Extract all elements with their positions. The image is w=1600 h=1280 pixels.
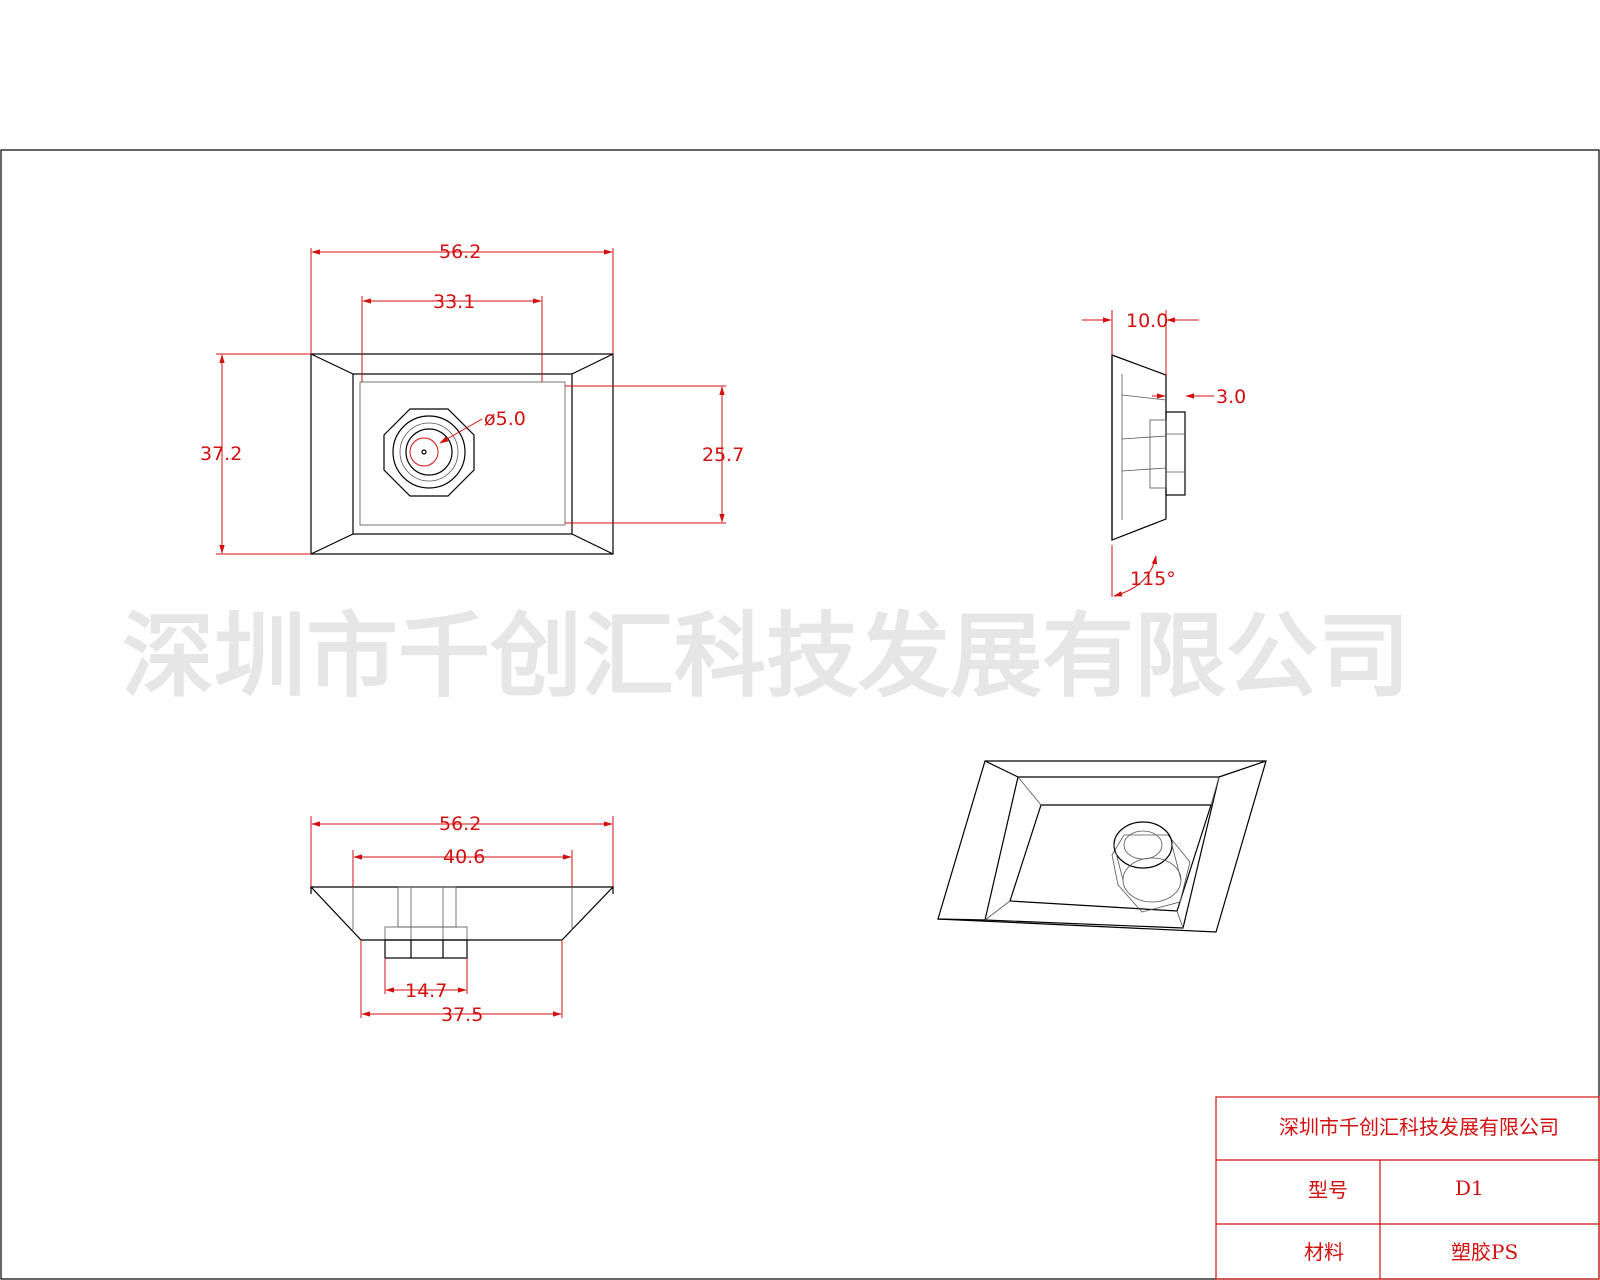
title-material-label: 材料 (1304, 1240, 1344, 1264)
dim-depth: 10.0 (1126, 310, 1168, 332)
isometric-view (937, 760, 1267, 933)
dim-bottom-width-base: 37.5 (441, 1004, 483, 1026)
bottom-view (309, 886, 615, 959)
dim-bottom-width-top: 56.2 (439, 813, 481, 835)
title-model-label: 型号 (1308, 1178, 1348, 1202)
drawing-frame (0, 149, 1600, 1280)
dim-height-inner: 25.7 (702, 444, 744, 466)
watermark-text: 深圳市千创汇科技发展有限公司 (122, 603, 1410, 710)
side-view (1111, 354, 1186, 541)
dim-boss: 3.0 (1216, 386, 1246, 408)
title-model-value: D1 (1455, 1176, 1484, 1200)
front-view (310, 353, 614, 555)
title-company: 深圳市千创汇科技发展有限公司 (1279, 1115, 1559, 1139)
front-dimensions: 56.2 33.1 37.2 25.7 ø5.0 (200, 241, 744, 555)
dim-width-outer: 56.2 (439, 241, 481, 263)
dim-bottom-width-mid: 40.6 (443, 846, 485, 868)
title-block: 深圳市千创汇科技发展有限公司 型号 D1 材料 塑胶PS (1215, 1096, 1600, 1280)
dim-boss-width: 14.7 (405, 980, 447, 1002)
dim-angle: 115° (1130, 568, 1176, 590)
side-dimensions: 10.0 3.0 115° (1082, 310, 1246, 597)
dim-height-outer: 37.2 (200, 443, 242, 465)
title-material-value: 塑胶PS (1451, 1240, 1518, 1264)
dim-width-inner: 33.1 (433, 291, 475, 313)
dim-hole-diameter: ø5.0 (484, 408, 526, 430)
bottom-dimensions: 56.2 40.6 14.7 37.5 (310, 813, 614, 1026)
